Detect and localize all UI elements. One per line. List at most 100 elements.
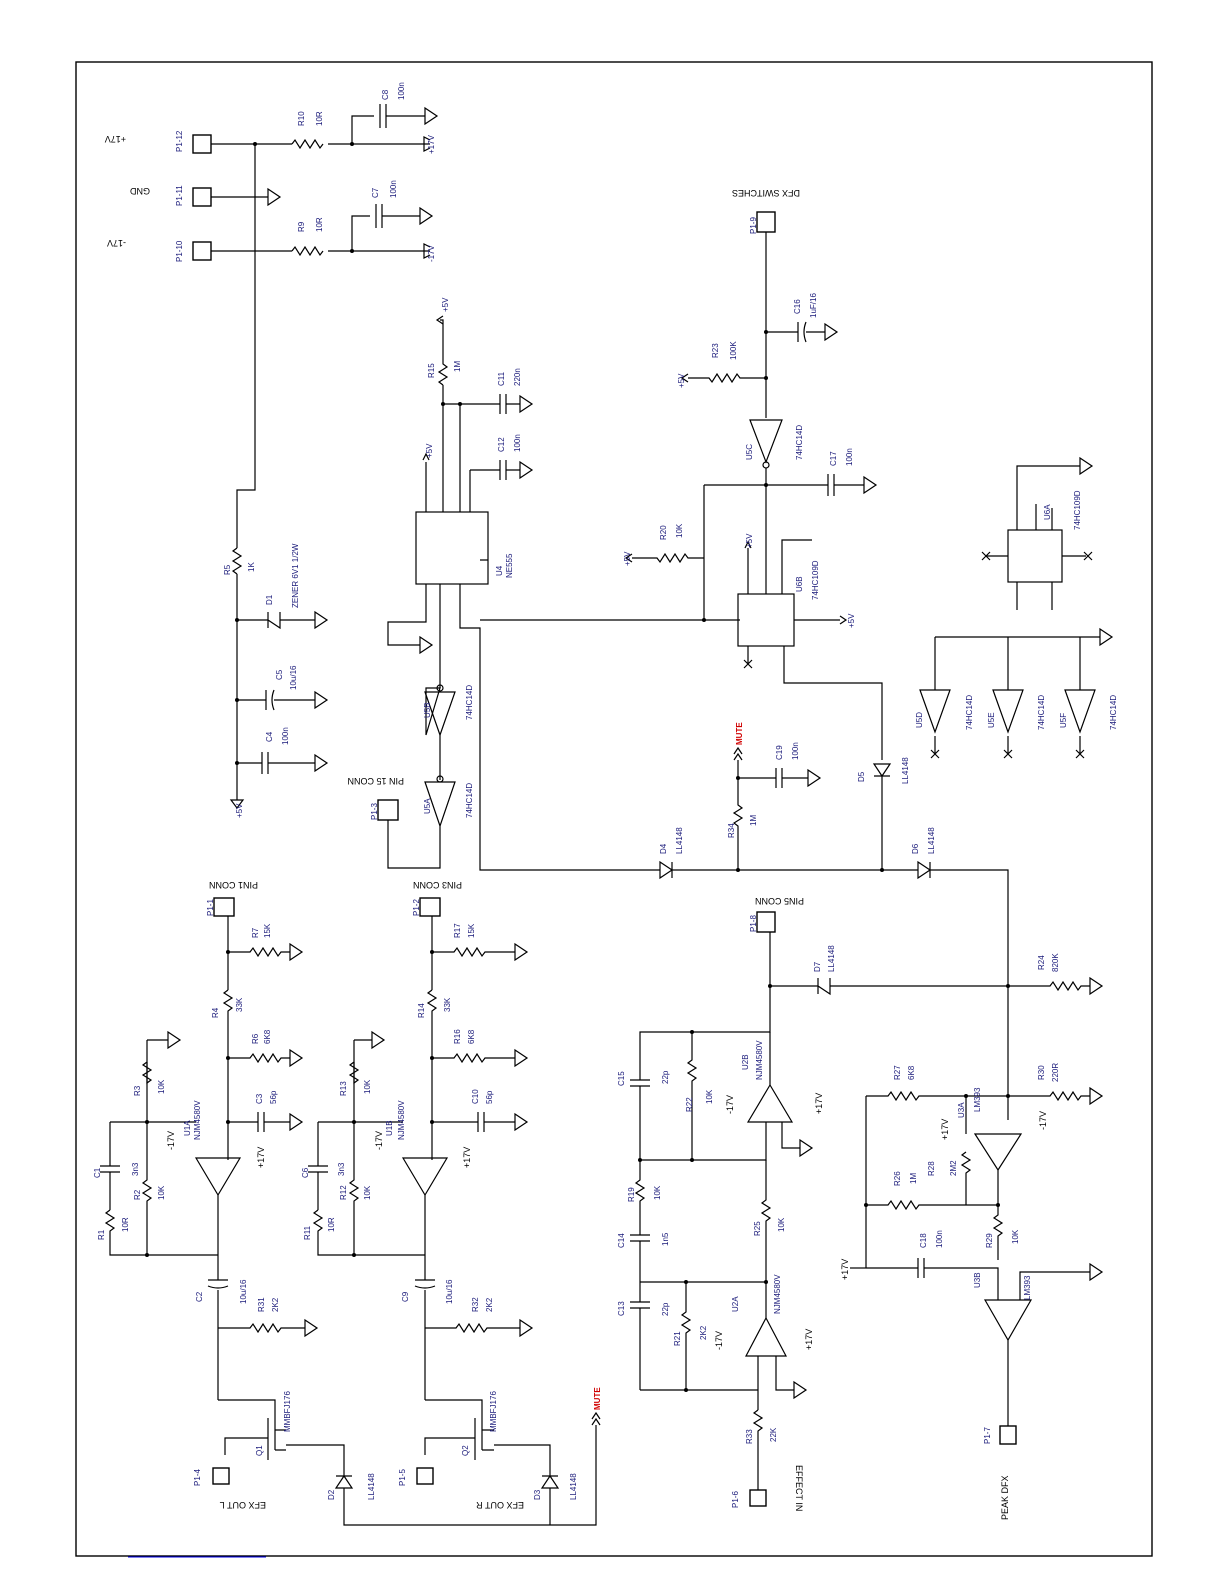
ref-r17: R17 xyxy=(453,923,462,938)
ref-u2b: U2B xyxy=(741,1054,750,1070)
val-c16: 1uF/16 xyxy=(809,293,818,318)
val-c9: 10u/16 xyxy=(445,1279,454,1304)
resistor-r32 xyxy=(425,1318,534,1338)
ref-c16: C16 xyxy=(793,299,802,314)
resistor-r22 xyxy=(686,1032,698,1160)
ref-r30: R30 xyxy=(1037,1065,1046,1080)
ref-r34: R34 xyxy=(727,823,736,838)
val-r3: 10K xyxy=(157,1079,166,1094)
ref-r20: R20 xyxy=(659,525,668,540)
opamp-u2a xyxy=(745,1316,787,1357)
val-q1: MMBFJ176 xyxy=(283,1391,292,1432)
rail-plus17v: +17V xyxy=(427,134,436,154)
net-pin3-conn: PIN3 CONN xyxy=(413,880,462,890)
ref-d4: D4 xyxy=(659,843,668,854)
diode-d6 xyxy=(672,860,1009,1120)
ref-u5e: U5E xyxy=(987,712,996,728)
jfet-q1 xyxy=(218,1399,345,1460)
resistor-r34 xyxy=(732,760,744,870)
val-r34: 1M xyxy=(749,815,758,826)
ref-r9: R9 xyxy=(297,221,306,232)
val-d6: LL4148 xyxy=(927,827,936,854)
connector-p1-10 xyxy=(192,241,212,261)
inverter-u5b xyxy=(424,691,456,737)
u2a-pos-supply: +17V xyxy=(804,1329,814,1350)
ref-u5c: U5C xyxy=(745,444,754,460)
rail-5v-r20: +5V xyxy=(623,551,632,566)
ref-r3: R3 xyxy=(133,1085,142,1096)
capacitor-c1 xyxy=(100,1122,120,1210)
ref-r12: R12 xyxy=(339,1185,348,1200)
net-mute-bottom: MUTE xyxy=(593,1387,602,1410)
u2b-pos-supply: +17V xyxy=(814,1093,824,1114)
connector-p1-3 xyxy=(377,799,399,821)
resistor-r2 xyxy=(141,1122,153,1255)
resistor-r1 xyxy=(104,1209,218,1256)
resistor-r25 xyxy=(760,1160,772,1282)
rail-5v-u4: +5V xyxy=(425,443,434,458)
resistor-r21 xyxy=(680,1282,692,1390)
diode-d7 xyxy=(769,932,1104,996)
val-r14: 33K xyxy=(443,997,452,1012)
val-r26: 1M xyxy=(909,1173,918,1184)
val-r33: 22K xyxy=(769,1427,778,1442)
u1a-neg-supply: -17V xyxy=(166,1131,176,1150)
ref-d3: D3 xyxy=(533,1489,542,1500)
val-c7: 100n xyxy=(389,180,398,198)
zener-diode-d1 xyxy=(237,610,329,630)
net-pin15-conn: PIN 15 CONN xyxy=(347,776,404,786)
label-p1-7: P1-7 xyxy=(983,1427,992,1444)
ref-r22: R22 xyxy=(685,1097,694,1112)
val-r6: 6K8 xyxy=(263,1029,272,1044)
zener-regulator xyxy=(229,547,329,809)
connector-p1-6 xyxy=(749,1489,767,1507)
val-u1b: NJM4580V xyxy=(397,1100,406,1140)
net-gnd: GND xyxy=(130,186,151,196)
resistor-r3 xyxy=(141,1040,153,1085)
val-r20: 10K xyxy=(675,523,684,538)
jfet-q2 xyxy=(424,1399,551,1460)
ref-r24: R24 xyxy=(1037,955,1046,970)
rail-5v-u6b-right: +5V xyxy=(847,613,856,628)
val-r13: 10K xyxy=(363,1079,372,1094)
ref-u4: U4 xyxy=(495,565,504,576)
val-u5b: 74HC14D xyxy=(465,685,474,720)
dfx-switch-section xyxy=(624,211,1114,870)
val-c15: 22p xyxy=(661,1070,670,1084)
ref-c8: C8 xyxy=(381,89,390,100)
label-p1-12: P1-12 xyxy=(175,130,184,152)
rail-minus17v: -17V xyxy=(427,244,436,262)
inverter-u5d xyxy=(919,689,951,734)
resistor-r11 xyxy=(312,1209,425,1256)
ref-r11: R11 xyxy=(303,1225,312,1240)
ref-r32: R32 xyxy=(471,1297,480,1312)
power-input-section xyxy=(192,104,439,548)
val-c14: 1n5 xyxy=(661,1232,670,1246)
val-c1: 3n3 xyxy=(131,1162,140,1176)
label-p1-2: P1-2 xyxy=(412,899,421,916)
val-r29: 10K xyxy=(1011,1229,1020,1244)
val-r7: 15K xyxy=(263,923,272,938)
val-d1: ZENER 6V1 1/2W xyxy=(291,543,300,608)
ref-r5: R5 xyxy=(223,564,232,575)
ref-c2: C2 xyxy=(195,1291,204,1302)
ref-c5: C5 xyxy=(275,669,284,680)
val-r31: 2K2 xyxy=(271,1297,280,1312)
val-r16: 6K8 xyxy=(467,1029,476,1044)
capacitor-c16 xyxy=(765,232,839,418)
capacitor-c8 xyxy=(351,104,425,144)
u1a-pos-supply: +17V xyxy=(256,1147,266,1168)
val-r30: 220R xyxy=(1051,1063,1060,1082)
opamp-u1a xyxy=(194,1157,242,1197)
ref-r27: R27 xyxy=(893,1065,902,1080)
ref-r4: R4 xyxy=(211,1007,220,1018)
val-r21: 2K2 xyxy=(699,1325,708,1340)
u2b-neg-supply: -17V xyxy=(725,1095,735,1114)
capacitor-c18 xyxy=(866,1205,1004,1300)
capacitor-c5 xyxy=(237,689,329,711)
ref-r25: R25 xyxy=(753,1221,762,1236)
ref-c19: C19 xyxy=(775,745,784,760)
ref-d2: D2 xyxy=(327,1489,336,1500)
inverter-u5f xyxy=(1064,689,1096,734)
